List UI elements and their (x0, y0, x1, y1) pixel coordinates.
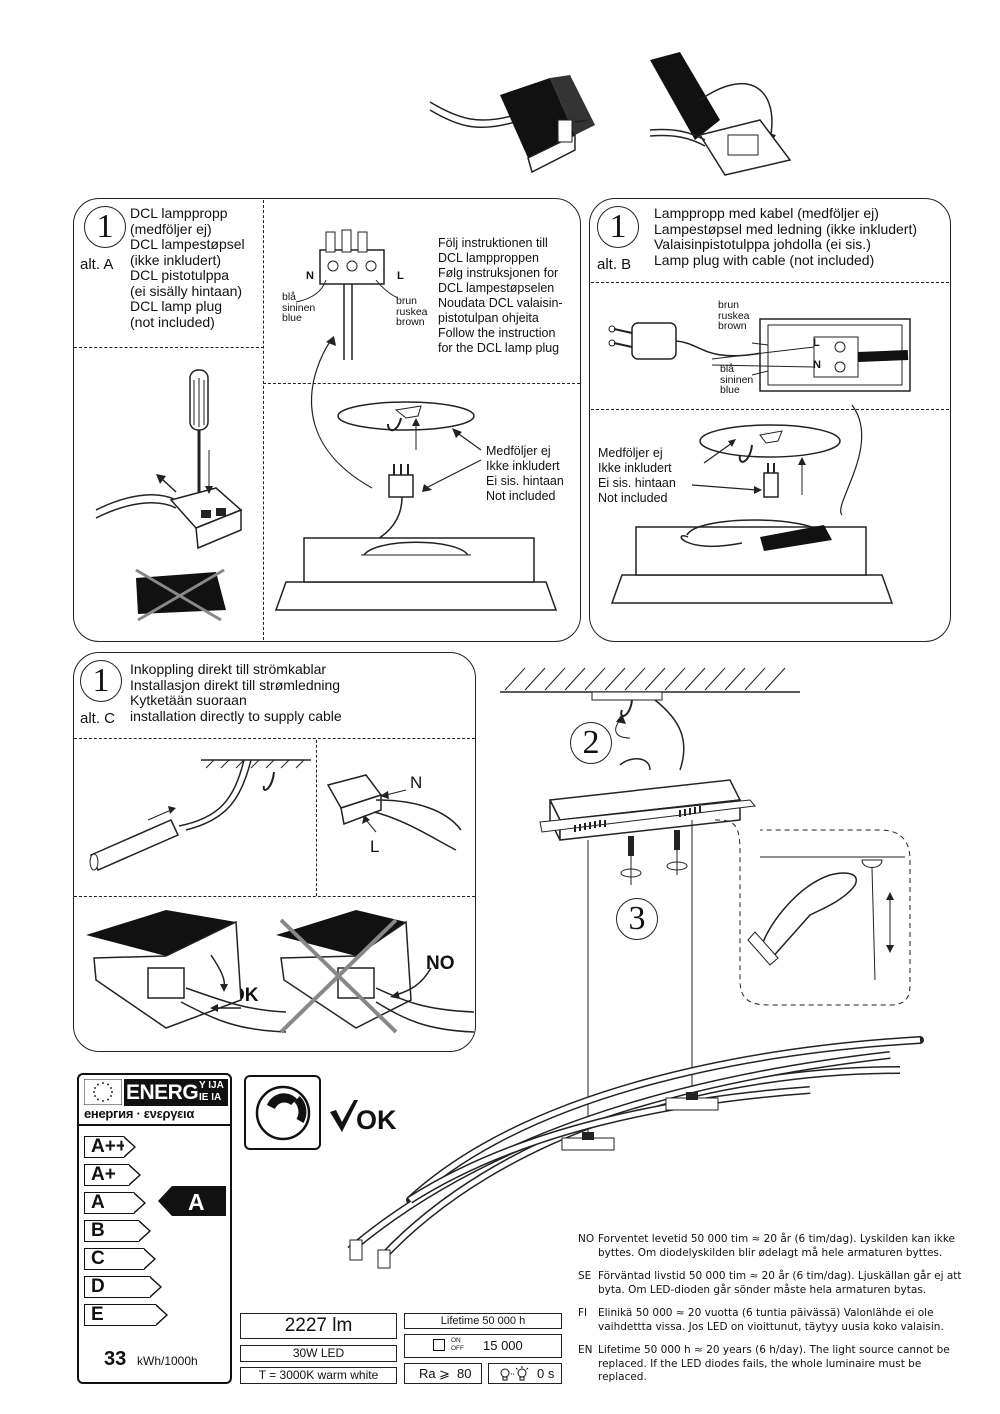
panel-a-title: DCL lamppropp (medföljer ej) DCL lampest… (130, 205, 245, 330)
energy-label (77, 1073, 232, 1384)
not-included-note: Medföljer ej Ikke inkludert Ei sis. hint… (486, 444, 564, 503)
divider (263, 383, 580, 384)
energy-class-a-plus: A+ (84, 1163, 141, 1186)
energy-consumption-value: 33 (104, 1348, 127, 1370)
lumen-box: 2227 lm (240, 1313, 397, 1339)
switch-cycles-box: ON OFF 15 000 (404, 1334, 562, 1358)
start-time-box: 0 s (488, 1363, 562, 1384)
energy-class-d: D (84, 1275, 162, 1298)
energy-suffix-top: Y IJA (199, 1080, 224, 1091)
no-label: NO (426, 953, 455, 974)
cri-symbol: ⩾ (439, 1366, 450, 1381)
not-included-note: Medföljer ej Ikke inkludert Ei sis. hint… (598, 446, 676, 505)
divider (591, 409, 949, 410)
suspension-diagram (347, 667, 924, 1269)
energy-consumption-unit: kWh/1000h (137, 1354, 198, 1368)
energy-rating-arrow: A (158, 1186, 226, 1216)
divider (263, 200, 264, 640)
energy-suffix-bottom: IE IA (199, 1092, 222, 1103)
dcl-instruction: Följ instruktionen till DCL lampproppen … (438, 236, 563, 355)
divider (74, 738, 475, 739)
energy-class-b: B (84, 1219, 151, 1242)
energy-title: ENERG (126, 1081, 199, 1104)
cri-box: Ra ⩾ 80 (404, 1363, 482, 1384)
note-no: NO Forventet levetid 50 000 tim ≈ 20 år … (578, 1233, 955, 1259)
energy-subtitle: енергия · ενεργεια (84, 1106, 195, 1121)
panel-b-title: Lamppropp med kabel (medföljer ej) Lampe… (654, 205, 918, 268)
energy-class-a-plus-plus: A++ (84, 1135, 136, 1158)
terminal-l-label: L (397, 270, 404, 282)
alt-label: alt. B (597, 256, 632, 273)
note-se: SE Förväntad livstid 50 000 tim ≈ 20 år … (578, 1270, 962, 1296)
terminal-n-label: N (306, 270, 314, 282)
blue-wire-label: blå sininen blue (282, 291, 316, 324)
brown-wire-label: brun ruskea brown (718, 299, 750, 332)
alt-label: alt. A (80, 256, 114, 273)
energy-class-c: C (84, 1247, 156, 1270)
divider (74, 347, 264, 348)
step-number-badge: 1 (84, 206, 126, 248)
divider (79, 1124, 230, 1126)
terminal-n-label: N (410, 773, 423, 792)
dimmer-icon (255, 1085, 311, 1141)
color-temp-box: T = 3000K warm white (240, 1367, 397, 1384)
switch-off-label: OFF (451, 1345, 464, 1352)
note-en: EN Lifetime 50 000 h ≈ 20 years (6 h/day… (578, 1344, 950, 1383)
note-fi: FI Elinikä 50 000 ≈ 20 vuotta (6 tuntia … (578, 1307, 944, 1333)
cri-value: 80 (457, 1366, 472, 1381)
energy-class-e: E (84, 1303, 168, 1326)
panel-c-illustrations (86, 759, 474, 1034)
step-number-badge: 3 (616, 898, 658, 940)
dimmer-icon-box (244, 1075, 321, 1150)
step-number-badge: 2 (570, 722, 612, 764)
step-number-badge: 1 (597, 206, 639, 248)
checkmark-icon (330, 1100, 358, 1132)
cri-label: Ra (419, 1366, 436, 1381)
terminal-n-label: N (813, 359, 821, 371)
divider (591, 282, 949, 283)
alt-label: alt. C (80, 710, 116, 727)
lifetime-box: Lifetime 50 000 h (404, 1313, 562, 1329)
driver-box-illustration (429, 52, 792, 176)
energy-class-a: A (84, 1191, 146, 1214)
power-box: 30W LED (240, 1345, 397, 1362)
brown-wire-label: brun ruskea brown (396, 295, 428, 328)
panel-c-title: Inkoppling direkt till strömkablar Insta… (130, 661, 342, 724)
blue-wire-label: blå sininen blue (720, 363, 754, 396)
energy-header: ENERG Y IJA IE IA (124, 1079, 228, 1106)
lifetime-notes: NO Forventet levetid 50 000 tim ≈ 20 år … (578, 1233, 970, 1395)
switch-on-label: ON (451, 1337, 461, 1344)
terminal-l-label: L (370, 837, 380, 856)
panel-b-illustrations (608, 318, 911, 604)
divider (316, 740, 317, 896)
terminal-l-label: L (813, 337, 820, 349)
warmup-bulb-icon (500, 1366, 529, 1381)
step-number-badge: 1 (80, 660, 122, 702)
dimmable-ok-label: OK (356, 1105, 397, 1135)
switch-cycles-value: 15 000 (483, 1338, 523, 1353)
eu-flag-icon (84, 1079, 122, 1105)
energy-rating: A (188, 1189, 205, 1215)
switch-icon (433, 1339, 445, 1351)
panel-a-illustrations (95, 229, 558, 622)
divider (74, 896, 475, 897)
start-time-value: 0 s (537, 1366, 555, 1381)
